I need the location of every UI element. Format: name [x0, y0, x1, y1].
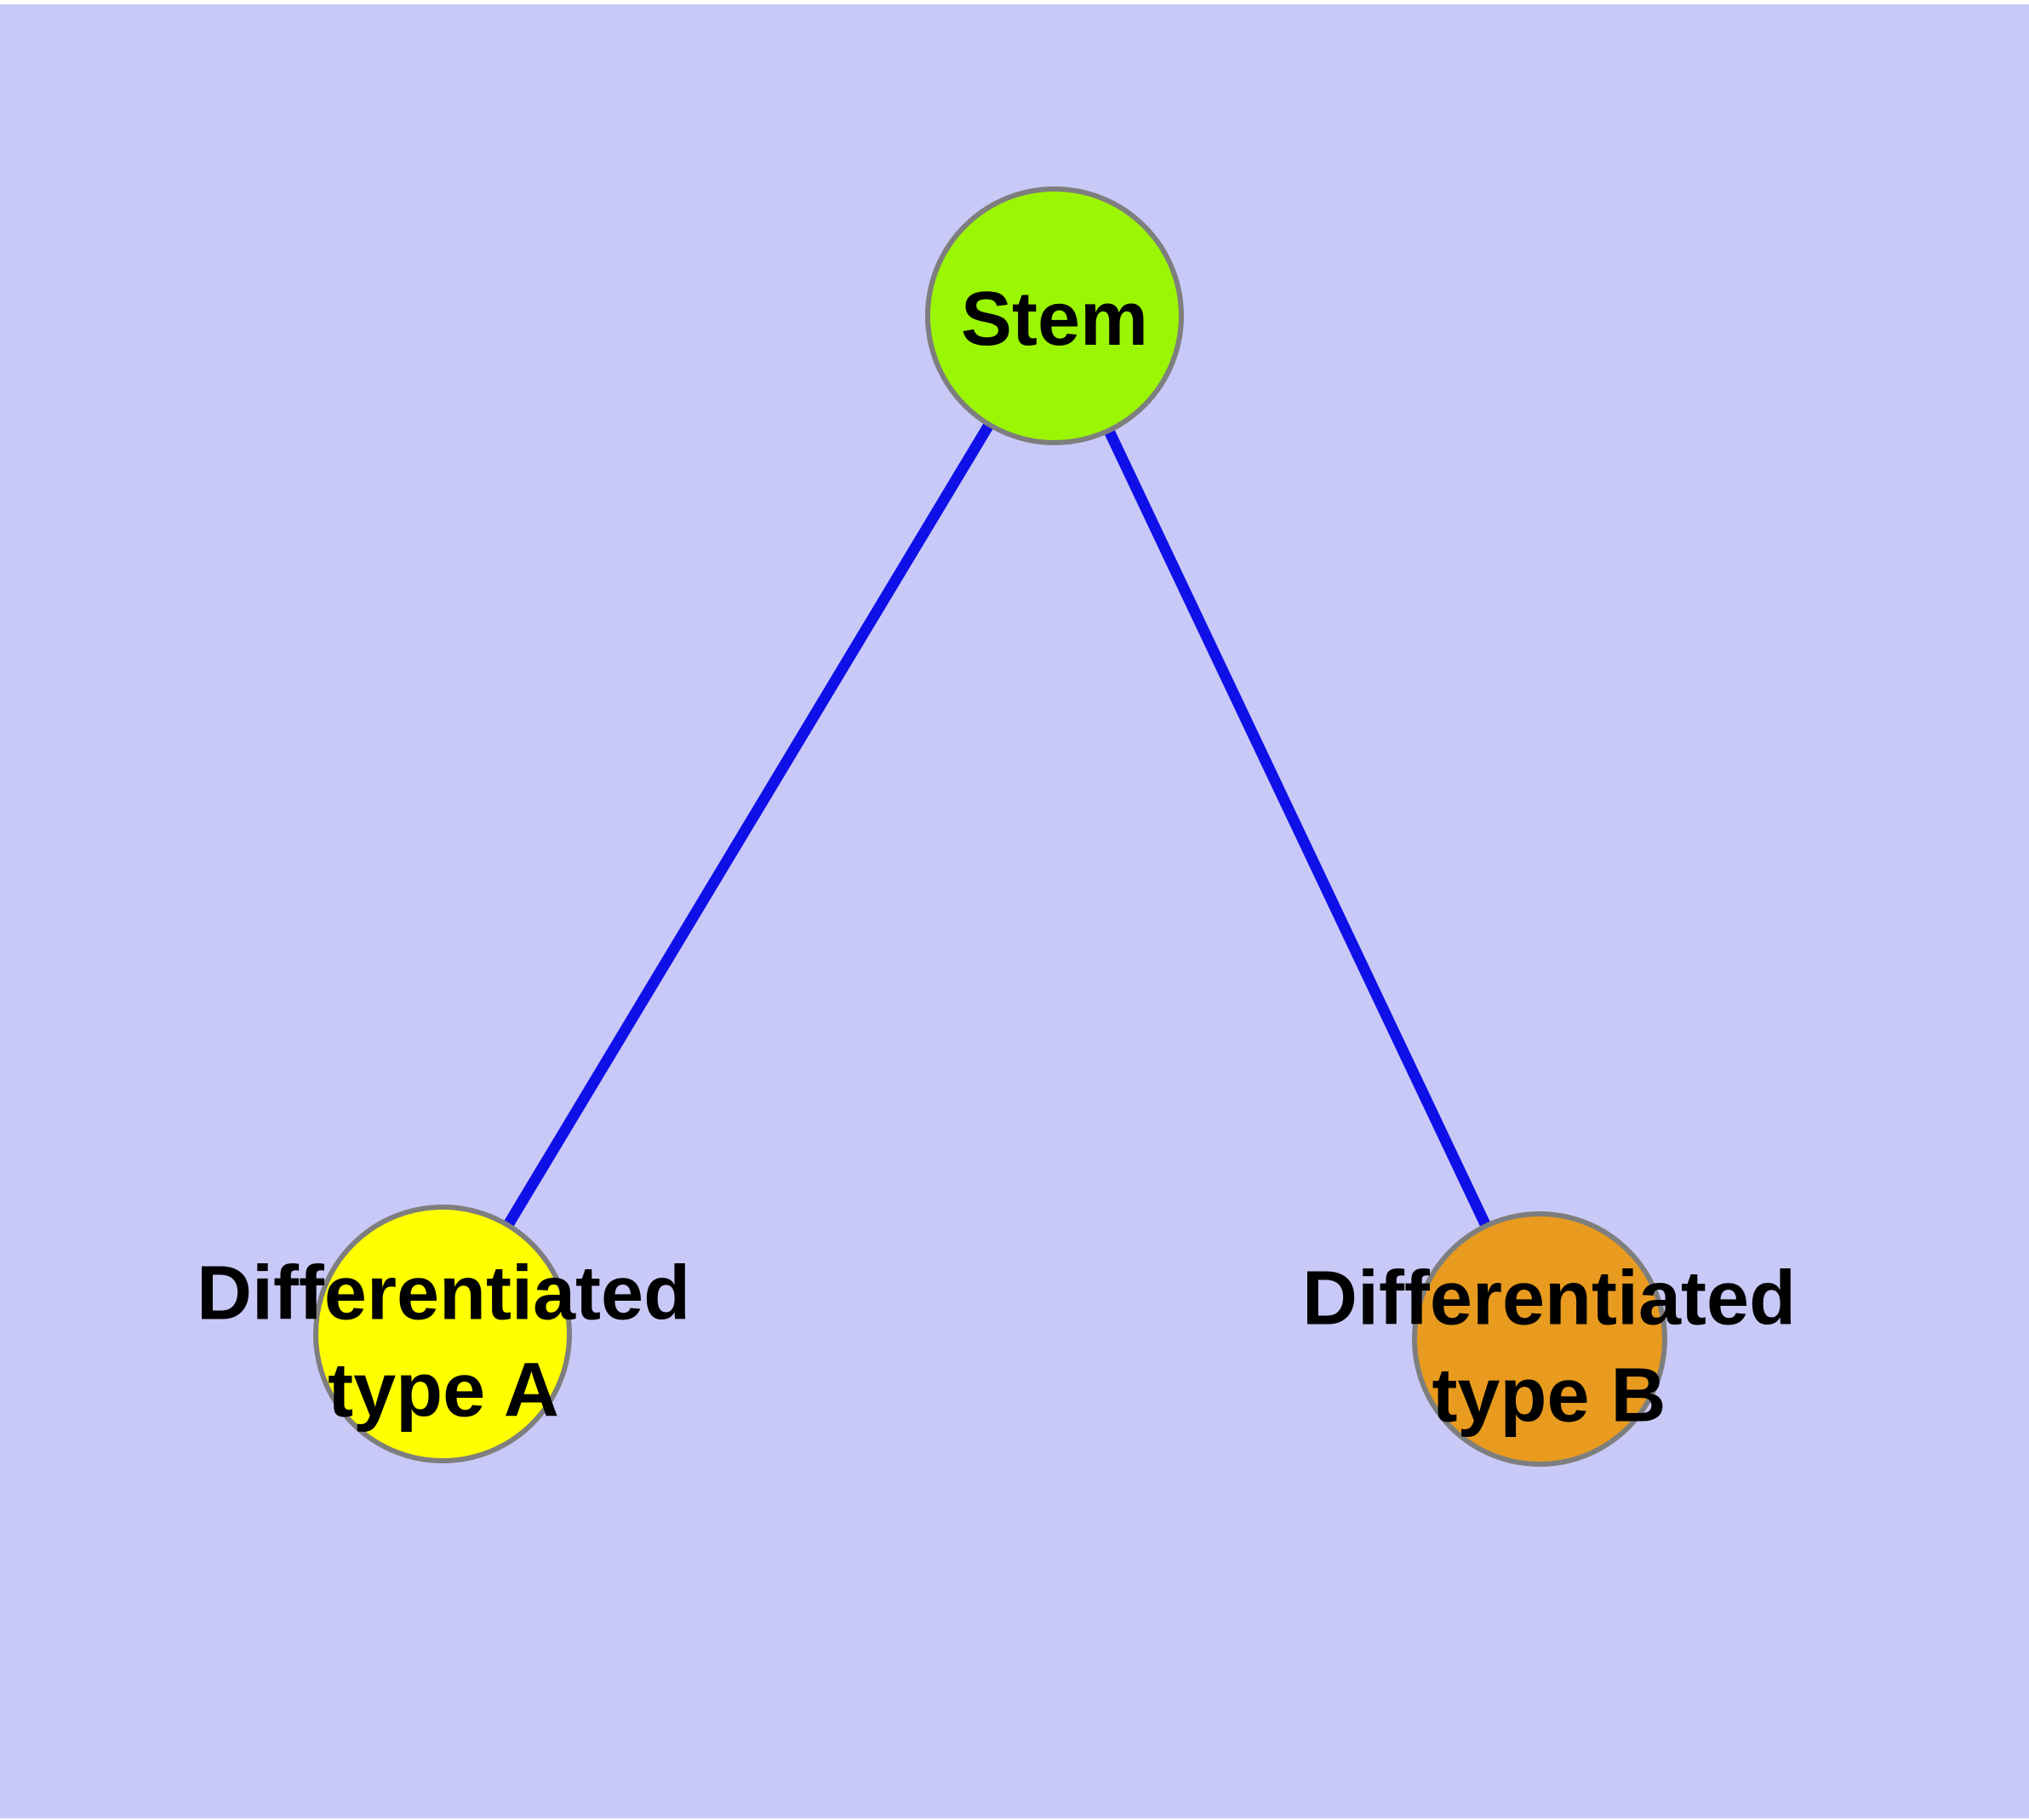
node-differentiated-type-b-label: Differentiated type B [1302, 1251, 1796, 1445]
node-differentiated-type-b-circle [1412, 1211, 1667, 1467]
edge-stem-to-type-a [437, 312, 1060, 1337]
node-differentiated-type-a-label: Differentiated type A [197, 1245, 690, 1440]
label-line-2: type B [1432, 1354, 1666, 1439]
node-stem-circle [925, 186, 1184, 445]
label-line-1: Differentiated [196, 1251, 691, 1336]
node-stem-label: Stem [960, 276, 1149, 362]
label-line-2: type A [328, 1348, 559, 1434]
edge-stem-to-type-b [1049, 313, 1545, 1342]
node-differentiated-type-a-circle [313, 1205, 572, 1463]
label-line-1: Differentiated [1301, 1256, 1797, 1342]
